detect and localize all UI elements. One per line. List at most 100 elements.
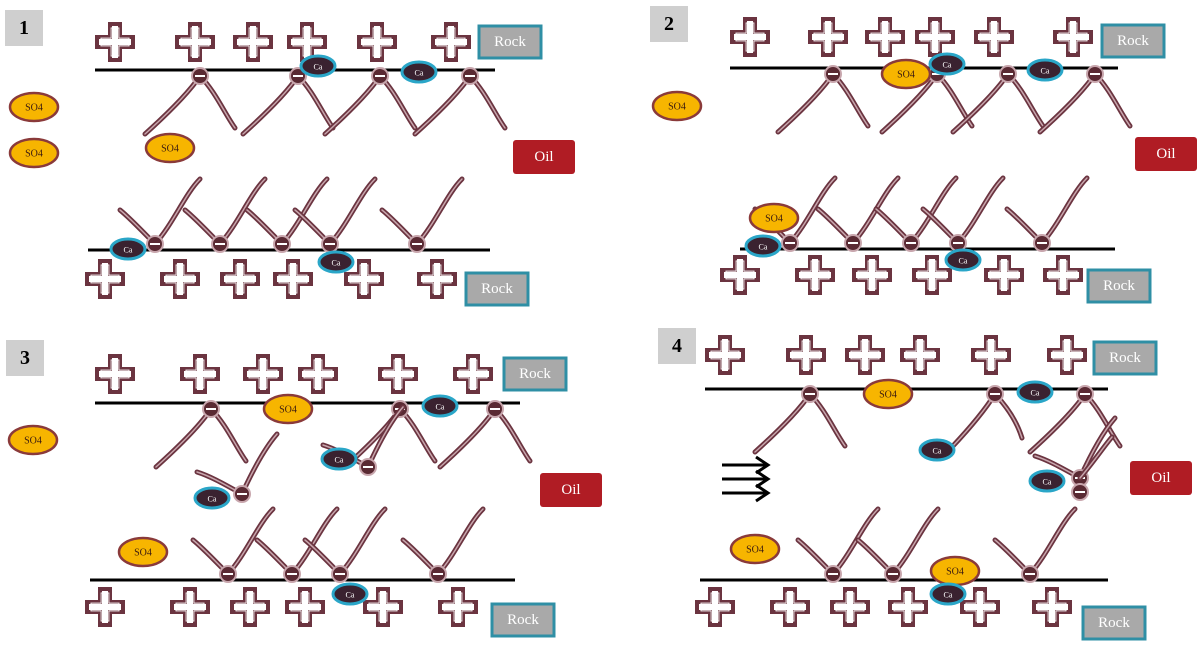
rock-box: Rock [502,356,568,392]
ca-ellipse [299,54,337,78]
ca-label: Ca [1031,389,1040,398]
ca-ellipse [317,250,355,274]
panel-number-box [650,6,688,42]
molecule-tail [240,73,301,137]
ca-ellipse [918,438,956,462]
rock-label: Rock [1109,350,1141,366]
oil-rect [540,473,602,507]
ca-ion: Ca [928,52,966,76]
surface-lines-layer [88,66,1118,582]
plus-charge-icon [243,354,283,394]
rock-box: Rock [464,271,530,307]
molecule-tail [412,73,473,137]
plus-outline [378,354,418,394]
plus-charge-icon [175,22,215,62]
plus-charge-icon [298,354,338,394]
molecule-head [1076,385,1094,403]
plus-outline [786,335,826,375]
plus-outline [852,255,892,295]
plus-charge-icon [770,587,810,627]
panel-number-label: 4 [672,335,682,357]
plus-charge-icon [95,354,135,394]
flow-arrow-head [755,469,771,489]
rock-label: Rock [1103,278,1135,294]
rock-box: Rock [477,24,543,60]
ca-label: Ca [1043,478,1052,487]
so4-ion: SO4 [8,137,60,169]
plus-charge-icon [960,587,1000,627]
molecule-head [1021,565,1039,583]
ca-ellipse [1028,469,1066,493]
so4-ellipse [117,536,169,568]
molecule-head [191,67,209,85]
panel-number: 2 [650,6,688,42]
ca-ellipse [944,248,982,272]
plus-charge-icon [431,22,471,62]
plus-outline [770,587,810,627]
plus-charge-icon [417,259,457,299]
molecule-head [146,235,164,253]
plus-outline [974,17,1014,57]
panel-number-box [5,10,43,46]
molecule-head [283,565,301,583]
so4-label: SO4 [765,214,783,225]
plus-charge-icon [705,335,745,375]
so4-ion: SO4 [729,533,781,565]
plus-charge-icon [695,587,735,627]
plus-outline [85,587,125,627]
molecule-head [211,235,229,253]
plus-charge-icon [378,354,418,394]
plus-charge-icon [915,17,955,57]
ca-label: Ca [124,246,133,255]
so4-ellipse [144,132,196,164]
plus-outline [795,255,835,295]
ca-label: Ca [335,456,344,465]
ca-label: Ca [346,591,355,600]
ca-ion: Ca [744,234,782,258]
plus-charge-icon [720,255,760,295]
plus-outline [273,259,313,299]
molecule-tail [142,73,203,137]
panel-number-box [6,340,44,376]
so4-ion: SO4 [144,132,196,164]
plus-charge-icon [233,22,273,62]
so4-ion: SO4 [880,58,932,90]
ca-ellipse [421,394,459,418]
rock-rect [464,271,530,307]
ca-ion: Ca [1016,380,1054,404]
rock-rect [1086,268,1152,304]
plus-charge-icon [438,587,478,627]
ca-ion: Ca [317,250,355,274]
plus-outline [960,587,1000,627]
panel-number-label: 2 [664,13,674,35]
plus-outline [1032,587,1072,627]
ca-label: Ca [943,61,952,70]
ca-ion: Ca [944,248,982,272]
ca-label: Ca [759,243,768,252]
plus-charge-icon [85,587,125,627]
plus-charge-icon [888,587,928,627]
so4-ellipse [748,202,800,234]
molecule-tail [950,71,1011,135]
plus-outline [912,255,952,295]
so4-ion: SO4 [117,536,169,568]
plus-outline [233,22,273,62]
molecule-head [486,400,504,418]
plus-outline [830,587,870,627]
plus-charge-icon [95,22,135,62]
rock-label: Rock [1098,615,1130,631]
molecule-head [949,234,967,252]
so4-label: SO4 [134,548,152,559]
ca-label: Ca [436,403,445,412]
plus-charge-icon [285,587,325,627]
ca-ion: Ca [331,582,369,606]
so4-label: SO4 [879,390,897,401]
plus-outline [845,335,885,375]
plus-charge-icon [730,17,770,57]
plus-outline [180,354,220,394]
so4-ion: SO4 [929,555,981,587]
so4-ion: SO4 [651,90,703,122]
plus-outline [85,259,125,299]
so4-label: SO4 [161,144,179,155]
so4-label: SO4 [24,436,42,447]
